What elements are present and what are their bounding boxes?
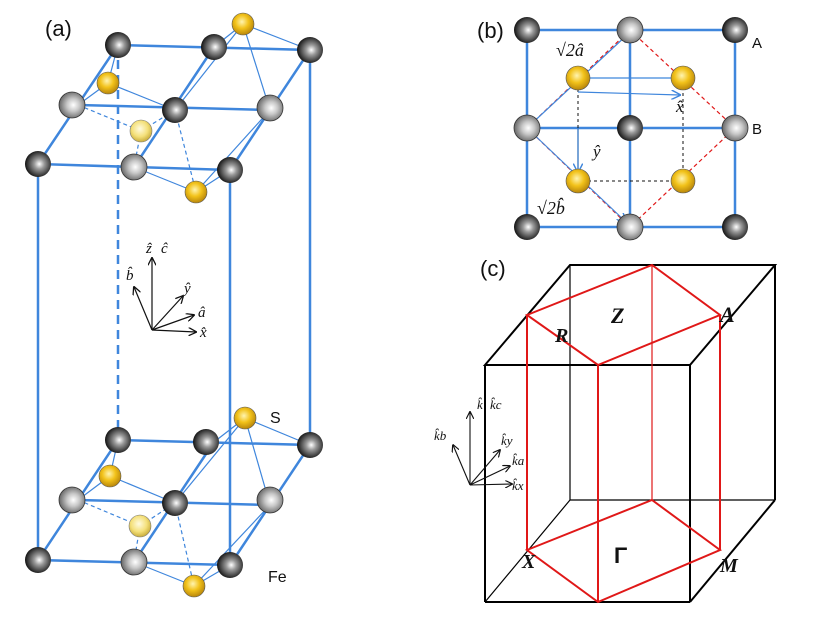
s-atom (233, 406, 257, 430)
fe-atom-gray (616, 16, 644, 44)
fe-atom (25, 547, 51, 573)
fe-atom (514, 214, 540, 240)
s-atom-pale (129, 119, 153, 143)
panel-c-axes (453, 412, 512, 485)
fe-atom-gray (120, 153, 148, 181)
fe-atom (217, 157, 243, 183)
vector-sqrt2a-label: √2â (556, 40, 584, 60)
axis-a-label: â (198, 305, 206, 321)
s-atom (670, 168, 696, 194)
point-gamma-label: Γ (614, 543, 627, 568)
site-b-label: B (752, 121, 762, 138)
fe-atom (105, 32, 131, 58)
axis-ka-label: k̂a (512, 453, 525, 468)
fe-atom (193, 429, 219, 455)
s-atom (231, 12, 255, 36)
fe-atom (217, 552, 243, 578)
fe-atom (722, 17, 748, 43)
axis-ky-label: k̂y (501, 433, 513, 448)
point-m-label: M (719, 555, 739, 577)
axis-kx-label: k̂x (512, 478, 524, 493)
panel-a-label: (a) (45, 16, 72, 41)
s-atom (182, 574, 206, 598)
vector-sqrt2b-label: √2b̂ (537, 197, 565, 218)
fe-atom (25, 151, 51, 177)
axis-kb-label: k̂b (434, 428, 447, 443)
fe-atom-gray (256, 486, 284, 514)
fe-atom-gray (513, 114, 541, 142)
fe-atom (201, 34, 227, 60)
bottom-layer-atoms (25, 406, 323, 598)
panel-a-axes (134, 258, 196, 332)
fe-atom (297, 37, 323, 63)
fe-atom (105, 427, 131, 453)
panel-a: (a) (25, 12, 323, 598)
fe-atom (297, 432, 323, 458)
fe-atom (514, 17, 540, 43)
fe-atom (162, 490, 188, 516)
vector-x-label: x̂ (675, 97, 684, 116)
panel-b-label: (b) (477, 18, 504, 43)
panel-c-label: (c) (480, 256, 506, 281)
s-atom (96, 71, 120, 95)
fe-atom-label: Fe (268, 569, 287, 586)
fe-atom-gray (120, 548, 148, 576)
vector-y-label: ŷ (591, 142, 601, 161)
fe-atom-gray (58, 91, 86, 119)
panel-b: (b) (477, 16, 762, 241)
axis-c-label: ĉ (161, 241, 168, 257)
panel-c: (c) Z A R Γ X M (434, 256, 778, 604)
brillouin-zone (524, 263, 723, 604)
site-a-label: A (752, 35, 762, 52)
s-square (577, 77, 684, 182)
s-atom (565, 168, 591, 194)
s-atom (670, 65, 696, 91)
axis-b-label: b̂ (126, 267, 134, 284)
fe-atom (617, 115, 643, 141)
point-z-label: Z (610, 303, 624, 328)
point-r-label: R (554, 325, 568, 347)
axis-y-label: ŷ (182, 281, 191, 297)
fe-atom-gray (256, 94, 284, 122)
panel-b-atoms (513, 16, 749, 241)
s-atom (565, 65, 591, 91)
s-atom-label: S (270, 410, 281, 427)
unit-cell-frame (36, 45, 312, 565)
point-x-label: X (521, 551, 536, 573)
fe-atom (722, 214, 748, 240)
s-atom (184, 180, 208, 204)
fe-atom-gray (721, 114, 749, 142)
axis-x-label: x̂ (199, 325, 207, 341)
fe-atom (162, 97, 188, 123)
s-atom-pale (128, 514, 152, 538)
axis-kz-label: k̂ (477, 397, 483, 412)
fe-atom-gray (616, 213, 644, 241)
axis-z-label: ẑ (145, 241, 152, 257)
axis-kc-label: k̂c (490, 397, 502, 412)
top-layer-atoms (25, 12, 323, 204)
s-atom (98, 464, 122, 488)
point-a-label: A (718, 302, 735, 327)
fe-atom-gray (58, 486, 86, 514)
